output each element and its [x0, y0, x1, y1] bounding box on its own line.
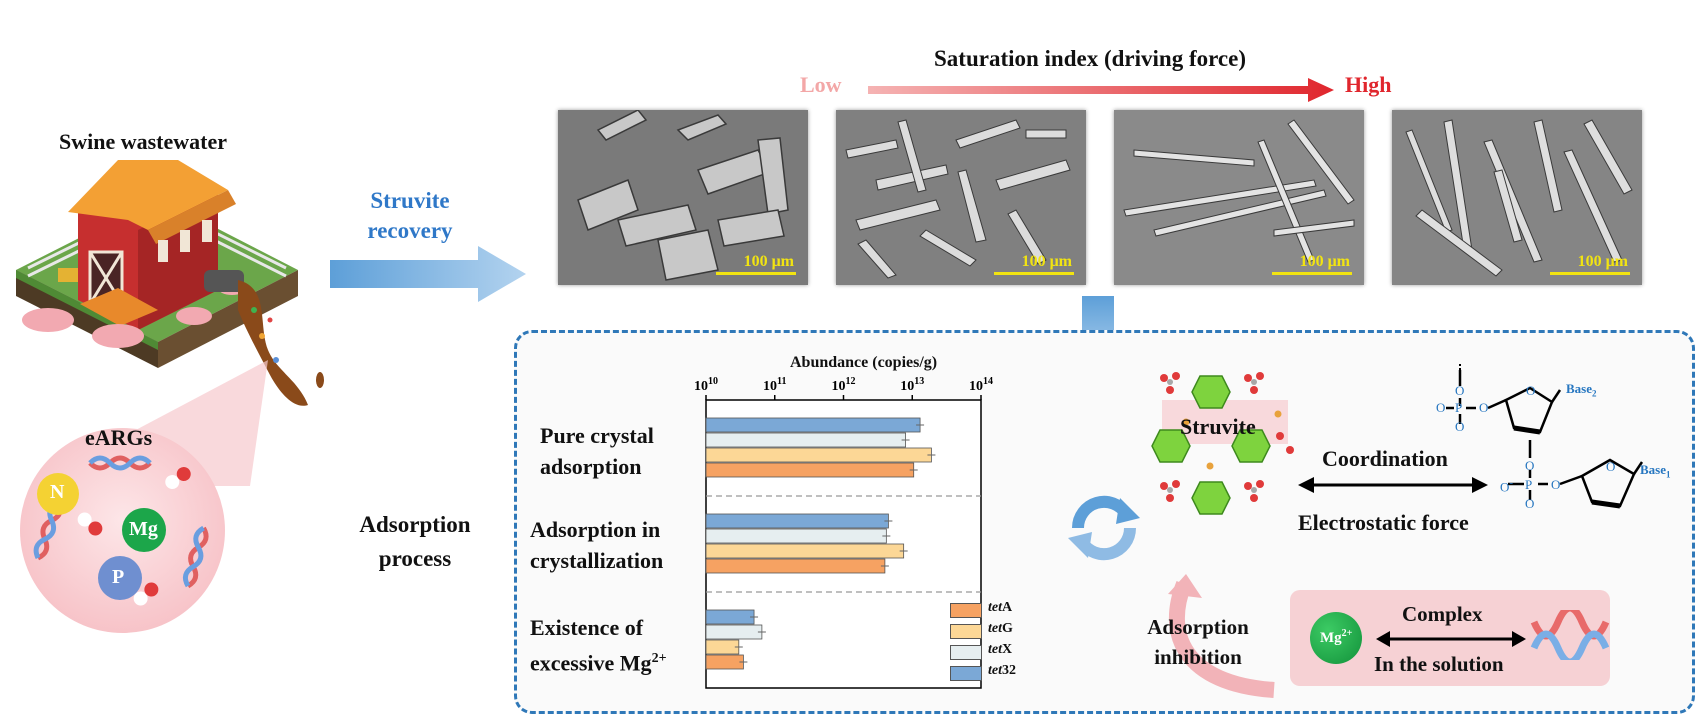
atom-o-top: O [1455, 383, 1465, 398]
chart-legend: tetA tetG tetX tet32 [950, 600, 1050, 690]
struvite-crystal-structure [1151, 372, 1294, 515]
bar [705, 558, 886, 574]
atom-o-mid-right: O [1551, 477, 1561, 492]
swine-wastewater-title: Swine wastewater [58, 129, 228, 154]
eargs-title: eARGs [85, 425, 153, 450]
abundance-bar-chart: 1010 1011 1012 1013 1014 [694, 376, 993, 689]
bar [705, 513, 889, 529]
in-solution-label: In the solution [1374, 652, 1504, 676]
legend-label: tetX [988, 642, 1013, 657]
bar [705, 447, 932, 463]
mg-ion-label: Mg2+ [1320, 628, 1353, 646]
complex-label: Complex [1402, 602, 1483, 626]
pig-farm-illustration [16, 160, 324, 406]
dna-backbone-structure [1446, 364, 1644, 509]
atom-p-mid: P [1525, 477, 1533, 492]
legend-swatch [950, 603, 982, 618]
bar [705, 624, 763, 640]
base2-label: Base2 [1566, 381, 1597, 399]
legend-label: tet32 [988, 663, 1016, 678]
scale-label: 100 μm [743, 253, 794, 270]
bar [705, 462, 915, 478]
x-tick-label: 1012 [832, 376, 856, 394]
ball-p-label: P [112, 566, 125, 588]
atom-o-right: O [1479, 400, 1489, 415]
scale-bar [716, 272, 796, 275]
atom-o-ring2: O [1606, 459, 1616, 474]
dna-helix-icon [1530, 610, 1610, 660]
bar [705, 654, 744, 670]
inhibition-curved-arrow [1168, 574, 1275, 698]
electrostatic-label: Electrostatic force [1298, 510, 1469, 535]
group-label-pure-crystal: Pure crystal adsorption [540, 423, 654, 479]
x-tick-label: 1011 [763, 376, 786, 394]
scale-label: 100 μm [1021, 253, 1072, 270]
mg-ion-ball [1310, 612, 1362, 664]
bar [705, 639, 740, 655]
scale-bar [1550, 272, 1630, 275]
double-arrow-coordination [1298, 477, 1488, 493]
bar [705, 417, 921, 433]
sem-image-4: 100 μm [1392, 110, 1642, 285]
legend-swatch [950, 666, 982, 681]
legend-label: tetA [988, 600, 1013, 615]
atom-o-bottom: O [1455, 419, 1465, 434]
adsorption-process-label: Adsorption process [359, 512, 471, 571]
sem-image-2: 100 μm [836, 110, 1086, 285]
ball-n-label: N [50, 481, 65, 503]
saturation-title: Saturation index (driving force) [934, 46, 1246, 71]
group-label-crystallization: Adsorption in crystallization [530, 517, 664, 573]
x-tick-label: 1010 [694, 376, 718, 394]
scale-bar [1272, 272, 1352, 275]
sem-image-3: 100 μm [1114, 110, 1364, 285]
atom-o-ring1: O [1526, 383, 1536, 398]
saturation-arrow [868, 78, 1334, 102]
legend-swatch [950, 624, 982, 639]
struvite-label: Struvite [1180, 414, 1256, 439]
atom-o-minus: O- [1500, 477, 1514, 495]
scale-bar [994, 272, 1074, 275]
bar [705, 609, 755, 625]
coordination-label: Coordination [1322, 446, 1448, 471]
cycle-icon [1068, 495, 1140, 561]
chart-xlabel: Abundance (copies/g) [790, 354, 938, 371]
scale-label: 100 μm [1299, 253, 1350, 270]
scale-label: 100 μm [1577, 253, 1628, 270]
struvite-recovery-label: Struvite recovery [367, 188, 453, 243]
eargs-contents [33, 455, 209, 606]
saturation-high: High [1345, 72, 1392, 97]
bar [705, 432, 906, 448]
bar [705, 528, 887, 544]
group-label-excessive-mg: Existence of excessive Mg2+ [530, 615, 667, 676]
adsorption-inhibition-label: Adsorption inhibition [1147, 615, 1249, 669]
legend-swatch [950, 645, 982, 660]
atom-o-mid-bottom: O [1525, 496, 1535, 511]
recovery-arrow [330, 246, 526, 302]
sem-image-1: 100 μm [558, 110, 808, 285]
base1-label: Base1 [1640, 462, 1671, 480]
double-arrow-complex [1376, 631, 1526, 647]
legend-label: tetG [988, 621, 1013, 636]
atom-o-link: O [1525, 458, 1535, 473]
saturation-low: Low [800, 72, 842, 97]
atom-o-left: O [1436, 400, 1446, 415]
x-tick-label: 1013 [900, 376, 924, 394]
x-tick-label: 1014 [969, 376, 993, 394]
ball-mg-label: Mg [129, 518, 158, 540]
atom-p-top: P [1455, 400, 1463, 415]
bar [705, 543, 905, 559]
